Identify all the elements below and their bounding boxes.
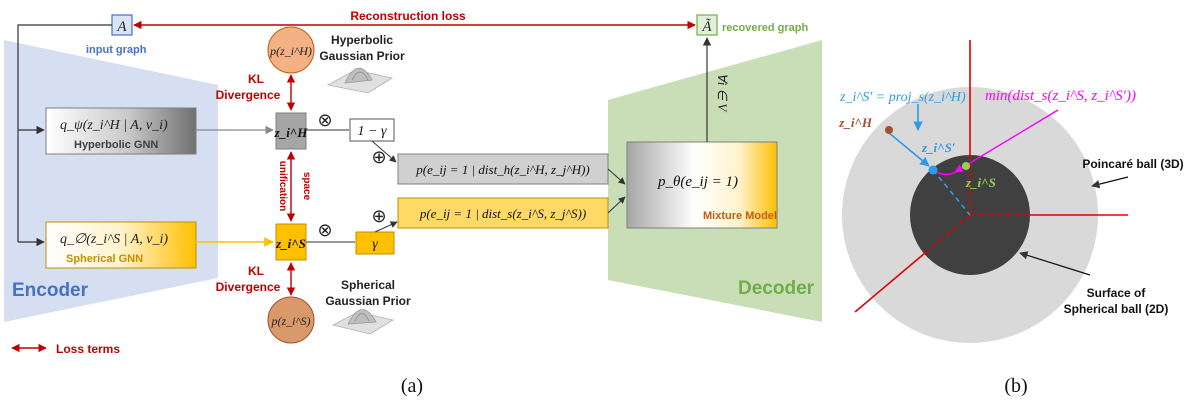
prob-hyperbolic-box — [397, 153, 609, 185]
spherical-prior-node — [267, 296, 315, 344]
z-spherical-symbol: z_i^S — [275, 236, 306, 251]
input-connector — [17, 24, 112, 242]
point-z-s-prime-label: z_i^S′ — [921, 140, 956, 155]
z-hyperbolic-box — [275, 112, 307, 150]
spherical-gnn-formula: q_∅(z_i^S | A, v_i) — [60, 232, 168, 247]
forall-label: ∀i ∈ V — [715, 73, 730, 113]
mixture-formula: p_θ(e_ij = 1) — [657, 174, 738, 190]
projection-radius-dashed — [932, 169, 971, 216]
input-graph-symbol: A — [116, 19, 127, 35]
poincare-label: Poincaré ball (3D) — [1082, 157, 1183, 171]
gamma-label: γ — [372, 237, 378, 252]
min-distance-arrow — [954, 109, 1059, 173]
hyperbolic-gnn-formula: q_ψ(z_i^H | A, v_i) — [60, 118, 168, 133]
caption-a: (a) — [401, 375, 423, 397]
surface-pointer — [1019, 251, 1091, 276]
surface-label-line2: Spherical ball (2D) — [1064, 302, 1169, 316]
kl-bottom-line2: Divergence — [216, 280, 281, 294]
one-minus-gamma-to-prob — [371, 140, 397, 163]
axis-diagonal-dashed — [924, 214, 971, 254]
projection-arrow — [888, 132, 930, 167]
spherical-prior-label-line1: Spherical — [341, 278, 395, 292]
prob-spherical-formula: p(e_ij = 1 | dist_s(z_i^S, z_j^S)) — [419, 206, 586, 221]
point-z-h — [885, 126, 893, 134]
loss-terms-label: Loss terms — [56, 342, 120, 356]
otimes-spherical: ⊗ — [317, 220, 332, 240]
input-graph-label: input graph — [86, 44, 147, 56]
panel-b: z_i^S′ = proj_s(z_i^H) min(dist_s(z_i^S,… — [838, 40, 1184, 397]
hyperbolic-prior-surface — [326, 67, 394, 94]
surface-label-line1: Surface of — [1087, 286, 1147, 300]
projection-formula: z_i^S′ = proj_s(z_i^H) — [839, 90, 966, 105]
kl-top-line1: KL — [248, 72, 264, 86]
prob-spherical-box — [397, 197, 609, 229]
hyperbolic-prior-label-line1: Hyperbolic — [331, 33, 393, 47]
hyperbolic-gnn-label: Hyperbolic GNN — [74, 139, 158, 151]
spherical-prior-surface — [331, 309, 395, 335]
prob-spherical-to-mixture — [607, 196, 626, 214]
z-spherical-box — [275, 223, 307, 261]
spherical-gnn-box — [45, 221, 197, 269]
min-distance-formula: min(dist_s(z_i^S, z_i^S′)) — [985, 88, 1136, 104]
reconstruction-loss-label: Reconstruction loss — [350, 9, 466, 23]
recovered-graph-symbol: Ã — [701, 18, 712, 35]
axis-diagonal-solid — [854, 252, 926, 313]
spherical-gnn-label: Spherical GNN — [66, 253, 143, 265]
recovered-graph-box — [696, 14, 718, 36]
hyperbolic-prior-symbol: p(z_i^H) — [269, 44, 312, 58]
mixture-model-box — [626, 141, 778, 229]
z-hyperbolic-symbol: z_i^H — [274, 125, 309, 140]
oplus-hyperbolic: ⊕ — [371, 147, 386, 167]
kl-top-line2: Divergence — [216, 88, 281, 102]
decoder-label: Decoder — [738, 278, 815, 299]
point-z-s-label: z_i^S — [965, 175, 996, 190]
kl-bottom-line1: KL — [248, 264, 264, 278]
mixture-label: Mixture Model — [703, 210, 777, 222]
hyperbolic-gnn-box — [45, 107, 197, 155]
spherical-prior-symbol: p(z_i^S) — [270, 314, 310, 328]
hyperbolic-prior-node — [267, 26, 315, 74]
space-unification-line2: unification — [277, 161, 288, 212]
recovered-graph-label: recovered graph — [722, 22, 808, 34]
point-z-s-prime — [928, 165, 938, 175]
point-z-h-label: z_i^H — [838, 115, 873, 130]
spherical-prior-label-line2: Gaussian Prior — [325, 294, 411, 308]
prob-hyperbolic-to-mixture — [607, 168, 626, 185]
space-unification-line1: space — [301, 172, 312, 201]
encoder-label: Encoder — [12, 280, 89, 301]
prob-hyperbolic-formula: p(e_ij = 1 | dist_h(z_i^H, z_j^H)) — [415, 162, 590, 177]
panel-a: Encoder Decoder A input graph Ã recovere… — [4, 9, 822, 397]
oplus-spherical: ⊕ — [371, 206, 386, 226]
gamma-to-prob — [374, 221, 398, 233]
point-z-s — [962, 162, 970, 170]
poincare-pointer — [1091, 176, 1129, 189]
hyperbolic-prior-label-line2: Gaussian Prior — [319, 49, 405, 63]
otimes-hyperbolic: ⊗ — [317, 110, 332, 130]
one-minus-gamma-label: 1 − γ — [358, 124, 387, 139]
caption-b: (b) — [1004, 375, 1027, 397]
